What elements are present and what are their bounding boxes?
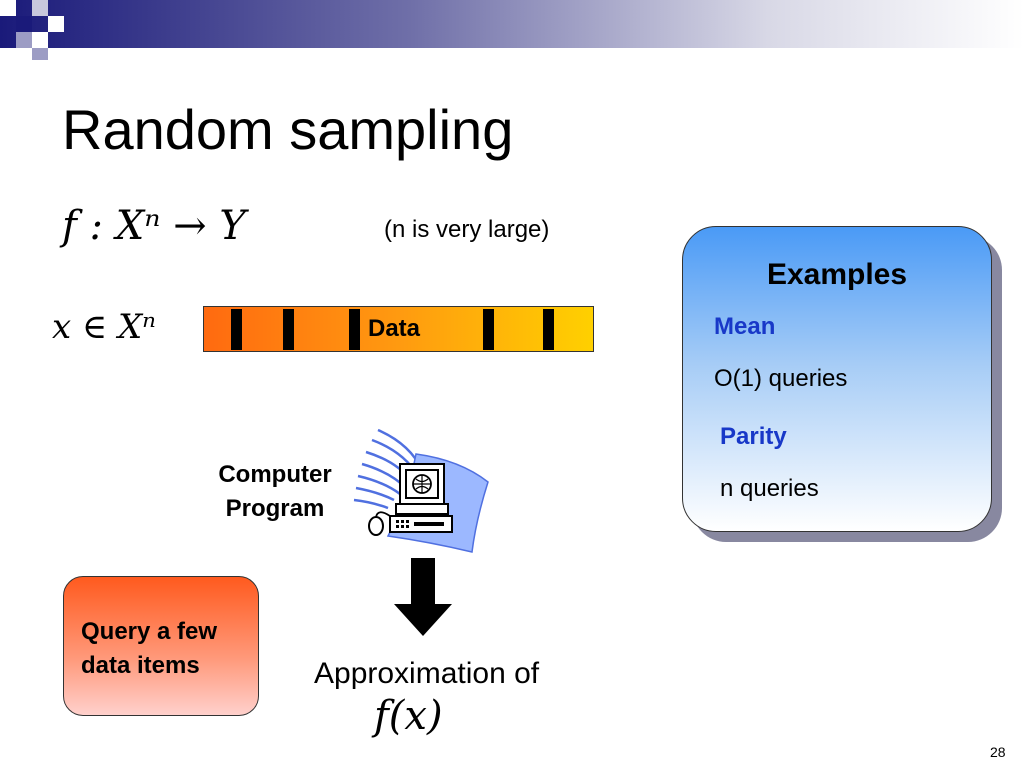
header-square-6 bbox=[16, 32, 32, 48]
data-sample-mark bbox=[543, 309, 554, 350]
query-box: Query a few data items bbox=[63, 576, 259, 716]
computer-icon bbox=[353, 428, 489, 553]
header-square-1 bbox=[0, 0, 16, 16]
slide-title: Random sampling bbox=[62, 98, 514, 161]
page-number: 28 bbox=[990, 744, 1006, 760]
example-label-mean: Mean bbox=[714, 313, 776, 340]
query-text-line2: data items bbox=[81, 652, 200, 679]
computer-program-label: Computer Program bbox=[200, 458, 350, 526]
approximation-formula: f(x) bbox=[374, 693, 443, 739]
element-formula: x ∈ Xⁿ bbox=[52, 307, 156, 347]
example-value-mean: O(1) queries bbox=[714, 365, 848, 392]
header-band bbox=[0, 0, 1024, 48]
computer-label-line2: Program bbox=[225, 495, 325, 522]
header-square-5 bbox=[32, 32, 48, 48]
function-formula: f : Xⁿ → Y bbox=[62, 203, 246, 249]
header-band-gap bbox=[0, 48, 1024, 50]
computer-label-line1: Computer bbox=[218, 461, 332, 488]
data-sample-mark bbox=[349, 309, 360, 350]
data-sample-mark bbox=[283, 309, 294, 350]
data-sample-mark bbox=[483, 309, 494, 350]
size-note: (n is very large) bbox=[384, 216, 550, 243]
query-text-line1: Query a few bbox=[81, 618, 218, 645]
header-square-7 bbox=[32, 48, 48, 60]
examples-title: Examples bbox=[766, 258, 908, 291]
header-square-4 bbox=[48, 16, 64, 32]
data-label: Data bbox=[368, 315, 421, 342]
data-bar: Data bbox=[203, 306, 594, 352]
header-square-2 bbox=[16, 16, 32, 32]
example-value-parity: n queries bbox=[720, 475, 819, 502]
data-sample-mark bbox=[231, 309, 242, 350]
query-text: Query a few data items bbox=[81, 615, 217, 683]
examples-box: Examples Mean O(1) queries Parity n quer… bbox=[682, 226, 992, 532]
down-arrow-icon bbox=[394, 558, 452, 636]
header-square-3 bbox=[32, 0, 48, 16]
approximation-text: Approximation of bbox=[314, 657, 540, 690]
example-label-parity: Parity bbox=[720, 423, 787, 450]
